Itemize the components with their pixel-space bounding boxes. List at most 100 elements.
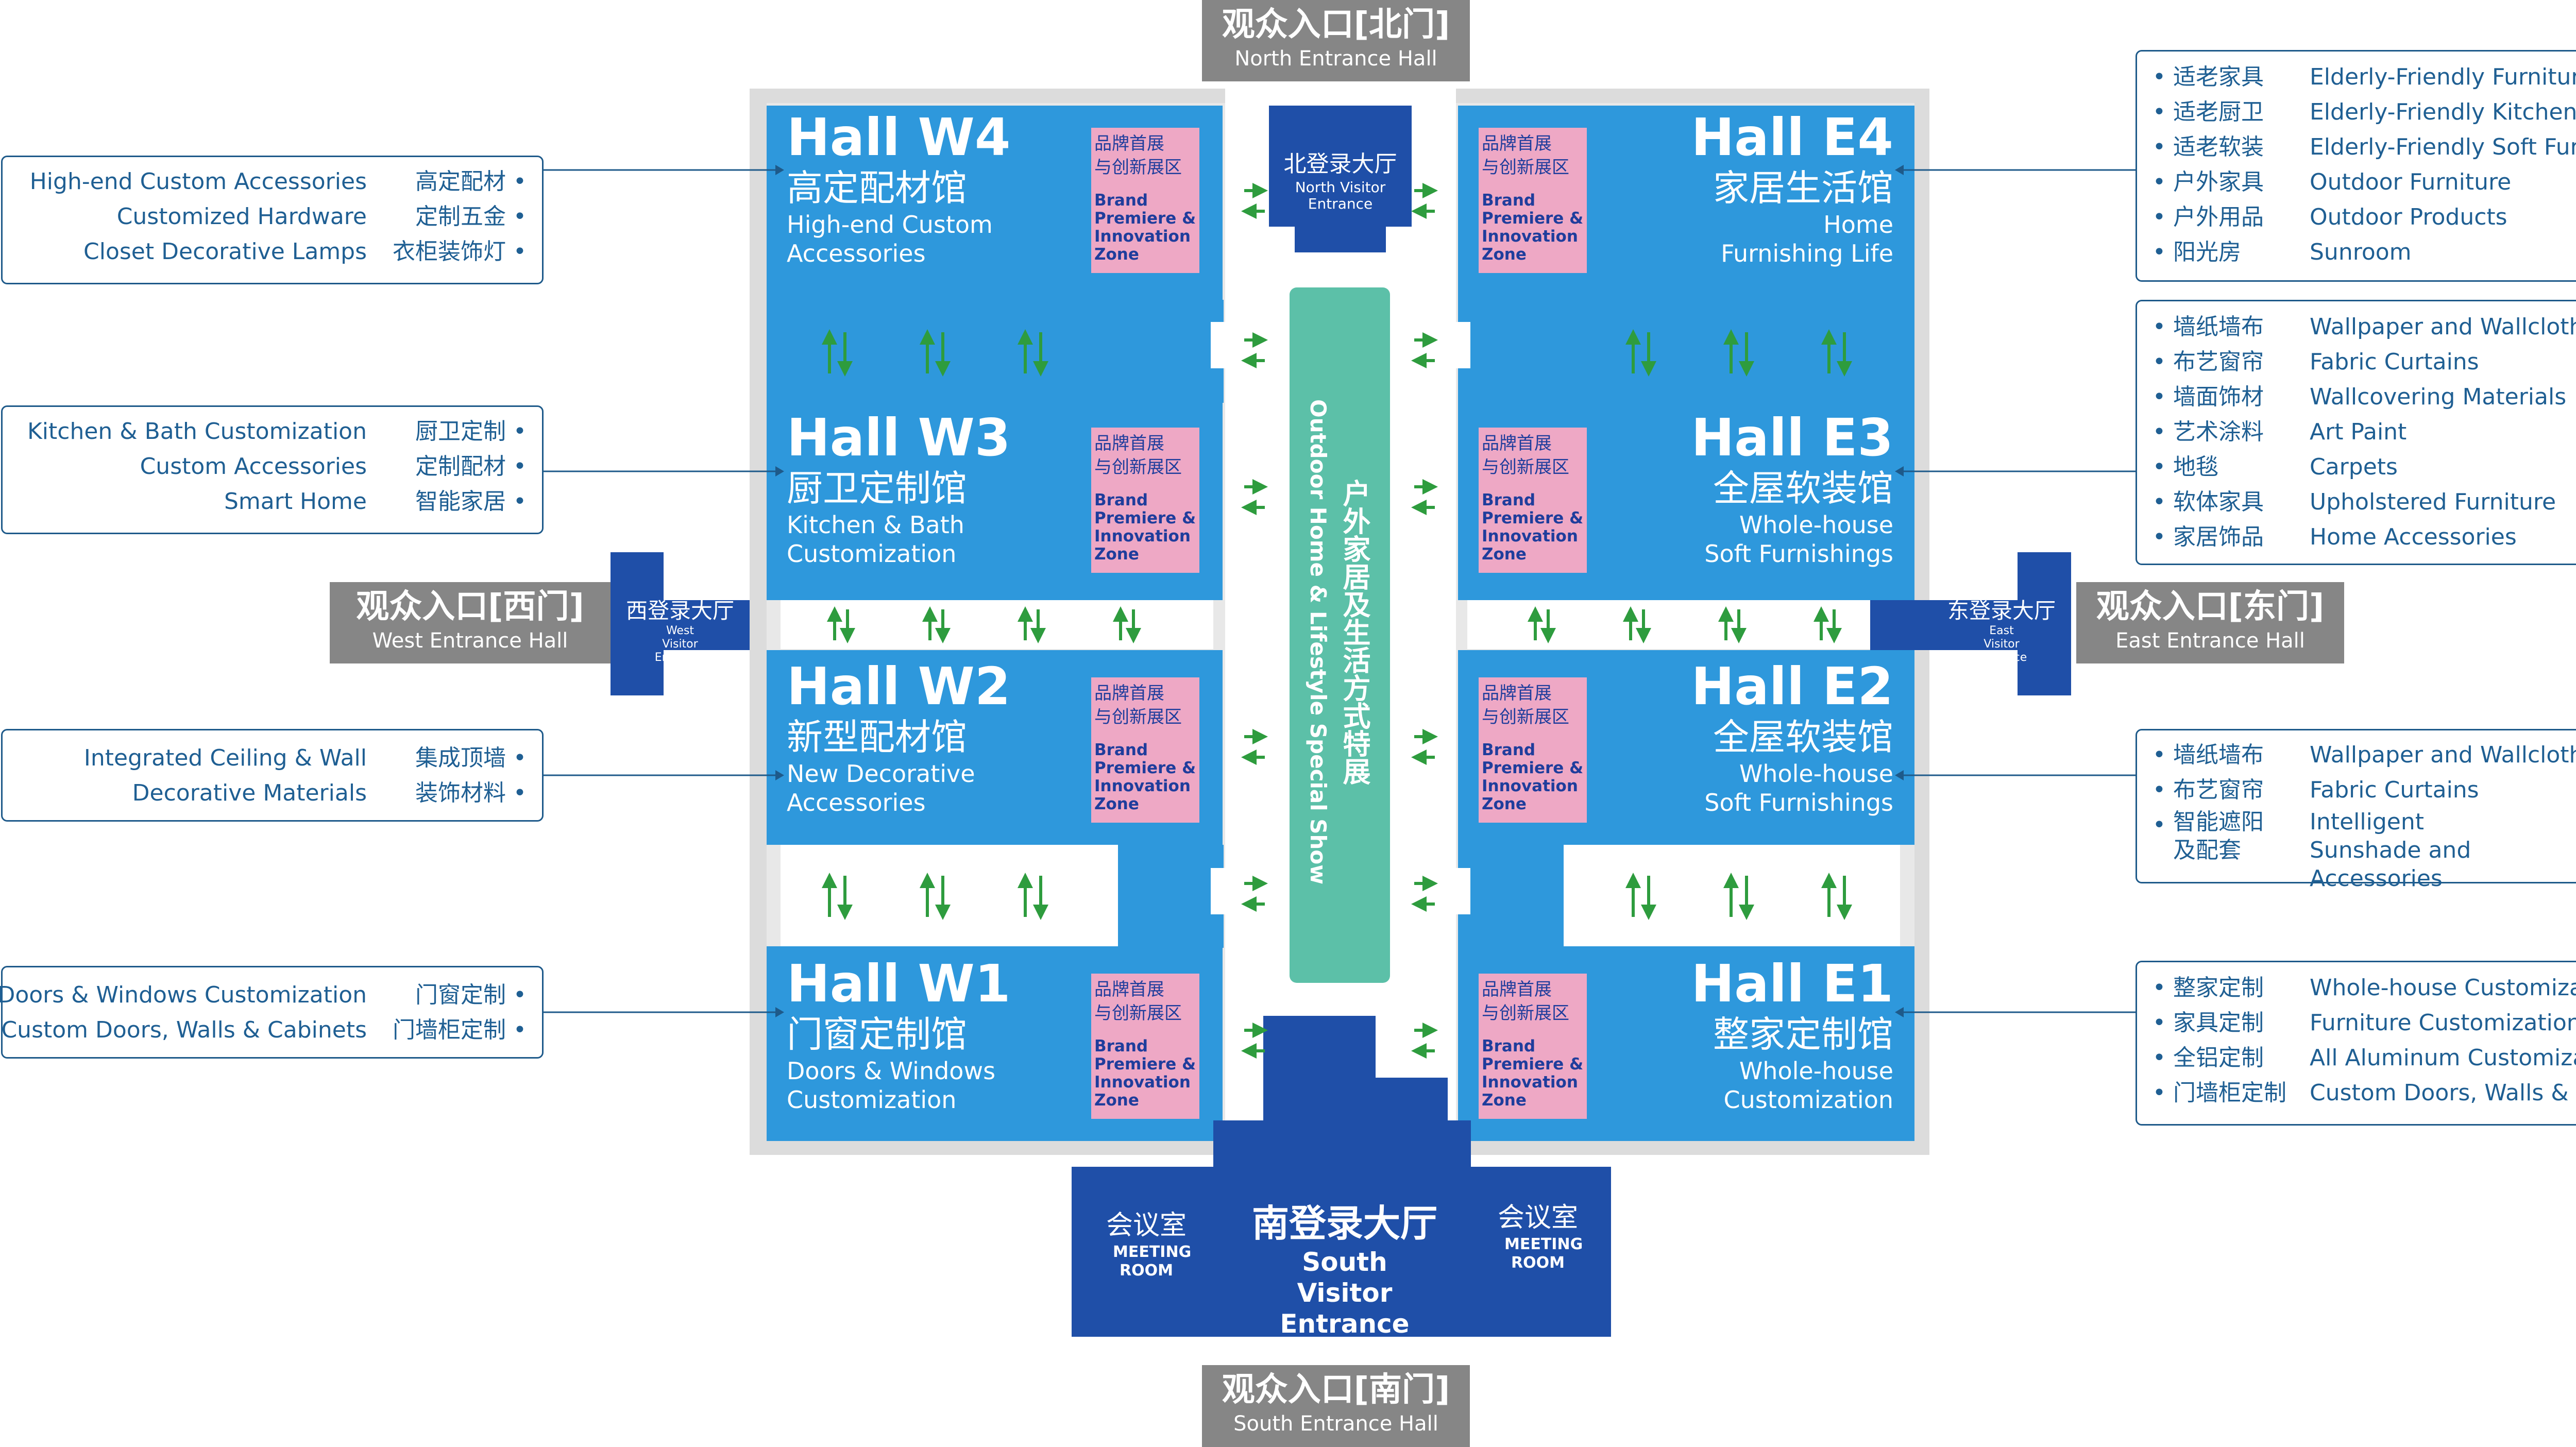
south-lobby: 南登录大厅 South Visitor Entrance — [1226, 1200, 1463, 1339]
legend-en: Wallpaper and Wallcloth — [2310, 742, 2576, 768]
hall-w2-title: Hall W2 — [787, 656, 1011, 717]
south-lobby-cn: 南登录大厅 — [1251, 1202, 1437, 1245]
zone-w2-cn1: 品牌首展 — [1094, 683, 1164, 704]
legend-cn: 集成顶墙 — [415, 745, 506, 771]
bullet-icon: • — [513, 982, 527, 1008]
zone-w3-en: Brand Premiere & Innovation Zone — [1094, 491, 1196, 564]
south-lobby-en: South Visitor Entrance — [1280, 1247, 1410, 1339]
hall-w1-en1: Doors & Windows — [787, 1057, 996, 1085]
meeting-room-right-cn: 会议室 — [1497, 1202, 1578, 1233]
bullet-icon: • — [2153, 454, 2166, 480]
legend-cn: 门墙柜定制 — [393, 1017, 506, 1043]
legend-cn: 户外用品 — [2173, 204, 2264, 230]
zone-w3: 品牌首展 与创新展区 Brand Premiere & Innovation Z… — [1091, 428, 1199, 573]
hall-w3-en1: Kitchen & Bath — [787, 511, 964, 539]
hall-w4-title: Hall W4 — [787, 107, 1011, 167]
legend-cn: 阳光房 — [2173, 239, 2241, 265]
zone-e1: 品牌首展 与创新展区 Brand Premiere & Innovation Z… — [1479, 974, 1587, 1119]
east-entrance-cn: 观众入口[东门] — [2096, 588, 2325, 626]
zone-e4: 品牌首展 与创新展区 Brand Premiere & Innovation Z… — [1479, 128, 1587, 273]
hall-e2-cn: 全屋软装馆 — [1713, 716, 1893, 758]
bullet-icon: • — [513, 203, 527, 230]
zone-w4: 品牌首展 与创新展区 Brand Premiere & Innovation Z… — [1091, 128, 1199, 273]
legend-cn: 定制五金 — [415, 203, 506, 230]
south-entrance-en: South Entrance Hall — [1233, 1412, 1438, 1436]
west-lobby-en: West Visitor Entrance — [654, 624, 706, 664]
zone-e4-cn1: 品牌首展 — [1482, 133, 1552, 154]
bullet-icon: • — [2153, 1045, 2166, 1071]
north-lobby: 北登录大厅 North Visitor Entrance — [1269, 149, 1412, 212]
bullet-icon: • — [513, 453, 527, 480]
hall-e1: Hall E1 整家定制馆 Whole-house Customization — [1597, 956, 1893, 1114]
hall-w3-cn: 厨卫定制馆 — [787, 467, 967, 509]
east-entrance: 观众入口[东门] East Entrance Hall — [2076, 582, 2344, 663]
legend-cn: 墙面饰材 — [2173, 384, 2264, 410]
legend-cn: 地毯 — [2173, 454, 2218, 480]
legend-en: Home Accessories — [2310, 524, 2517, 550]
zone-e3-en: Brand Premiere & Innovation Zone — [1482, 491, 1584, 564]
north-entrance-cn: 观众入口[北门] — [1222, 6, 1450, 44]
hall-e2-title: Hall E2 — [1691, 656, 1893, 717]
zone-e3: 品牌首展 与创新展区 Brand Premiere & Innovation Z… — [1479, 428, 1587, 573]
hall-e3: Hall E3 全屋软装馆 Whole-house Soft Furnishin… — [1597, 410, 1893, 568]
zone-e2-en: Brand Premiere & Innovation Zone — [1482, 741, 1584, 813]
zone-e1-en: Brand Premiere & Innovation Zone — [1482, 1037, 1584, 1110]
zone-w1-cn2: 与创新展区 — [1094, 1003, 1182, 1024]
hall-e2-en2: Soft Furnishings — [1704, 789, 1893, 816]
west-lobby-shape — [611, 552, 750, 695]
hall-e1-title: Hall E1 — [1691, 954, 1893, 1014]
bullet-icon: • — [2153, 1080, 2166, 1106]
bullet-icon: • — [2153, 239, 2166, 265]
zone-w1: 品牌首展 与创新展区 Brand Premiere & Innovation Z… — [1091, 974, 1199, 1119]
legend-cn: 软体家具 — [2173, 489, 2264, 515]
hall-w3: Hall W3 厨卫定制馆 Kitchen & Bath Customizati… — [787, 410, 1010, 568]
legend-en: Customized Hardware — [116, 203, 367, 230]
north-lobby-en: North Visitor Entrance — [1295, 179, 1386, 212]
east-lobby-en: East Visitor Entrance — [1976, 624, 2027, 664]
legend-cn: 家居饰品 — [2173, 524, 2264, 550]
west-lobby-cn: 西登录大厅 — [625, 598, 734, 623]
legend-en: Carpets — [2310, 454, 2398, 480]
hall-e3-cn: 全屋软装馆 — [1713, 467, 1893, 509]
legend-cn: 艺术涂料 — [2173, 419, 2264, 445]
connector-w2-w1 — [781, 845, 1118, 948]
special-show-en: Outdoor Home & Lifestyle Special Show — [1306, 399, 1331, 885]
hall-w3-title: Hall W3 — [787, 407, 1011, 468]
legend-cn: 家具定制 — [2173, 1010, 2264, 1036]
legend-en: Kitchen & Bath Customization — [27, 418, 367, 445]
zone-e1-cn1: 品牌首展 — [1482, 979, 1552, 1000]
legend-cn: 整家定制 — [2173, 975, 2264, 1001]
bullet-icon: • — [2153, 169, 2166, 195]
zone-e3-cn1: 品牌首展 — [1482, 433, 1552, 454]
bullet-icon: • — [2153, 419, 2166, 445]
hall-w2-en2: Accessories — [787, 789, 926, 816]
east-lobby-shape — [1870, 552, 2071, 695]
legend-en: Elderly-Friendly Kitchen & Bath — [2310, 99, 2576, 125]
zone-e4-en: Brand Premiere & Innovation Zone — [1482, 191, 1584, 264]
meeting-room-left-cn: 会议室 — [1106, 1210, 1187, 1241]
legend-en: Decorative Materials — [132, 780, 367, 806]
legend-en: Fabric Curtains — [2310, 349, 2479, 375]
bullet-icon: • — [2153, 777, 2166, 803]
hall-e3-en2: Soft Furnishings — [1704, 540, 1893, 568]
legend-en: Closet Decorative Lamps — [83, 239, 367, 265]
hall-e3-en1: Whole-house — [1739, 511, 1893, 539]
hall-e3-title: Hall E3 — [1691, 407, 1893, 468]
east-lobby: 东登录大厅 East Visitor Entrance — [1929, 598, 2074, 665]
